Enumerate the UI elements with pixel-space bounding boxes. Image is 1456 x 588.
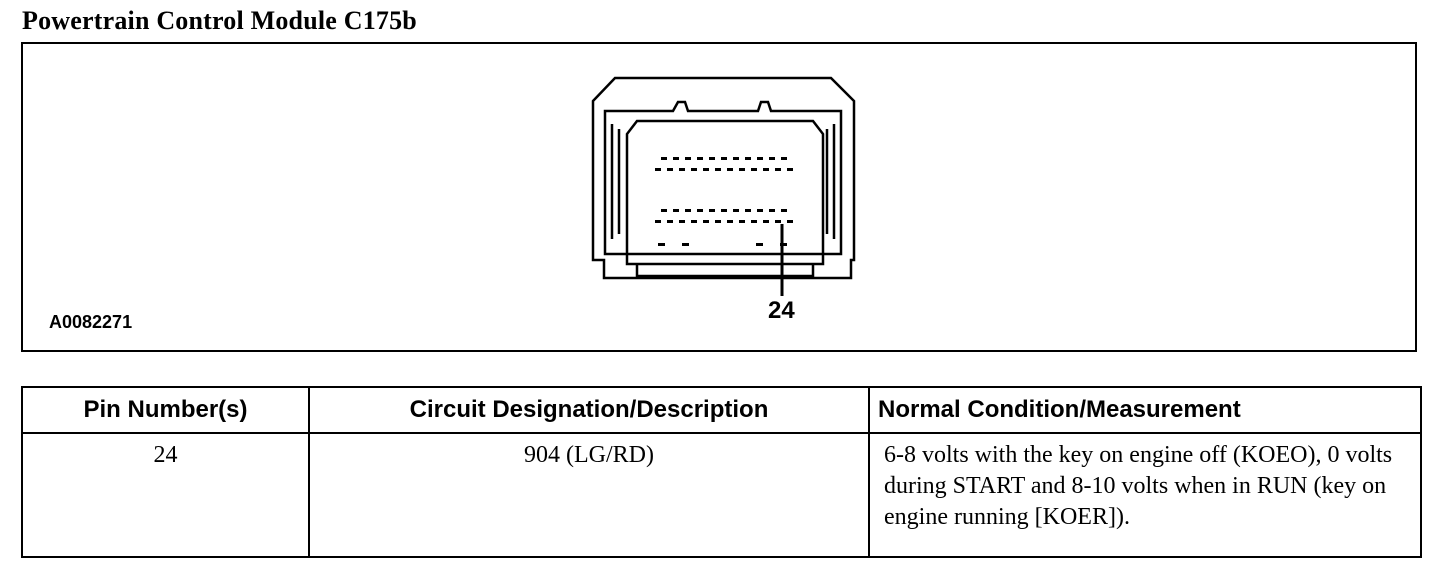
connector-mating-face <box>625 119 825 266</box>
cell-pin: 24 <box>21 432 310 558</box>
figure-id: A0082271 <box>49 312 133 332</box>
pin-table: Pin Number(s) Circuit Designation/Descri… <box>21 386 1422 558</box>
connector-housing-outline <box>591 76 856 280</box>
cell-circuit: 904 (LG/RD) <box>308 432 870 558</box>
connector-face-diagram <box>591 76 856 296</box>
header-circuit: Circuit Designation/Description <box>308 386 870 434</box>
pin-callout-label: 24 <box>768 297 795 324</box>
connector-figure: 24 A0082271 <box>21 42 1417 352</box>
header-pin-number: Pin Number(s) <box>21 386 310 434</box>
table-header-row: Pin Number(s) Circuit Designation/Descri… <box>21 386 1422 434</box>
page-title: Powertrain Control Module C175b <box>22 6 417 35</box>
table-row: 24 904 (LG/RD) 6-8 volts with the key on… <box>21 432 1422 558</box>
connector-inner-shell <box>603 100 843 256</box>
cell-condition: 6-8 volts with the key on engine off (KO… <box>868 432 1422 558</box>
header-condition: Normal Condition/Measurement <box>868 386 1422 434</box>
bottom-lip <box>635 264 815 278</box>
pin-cavities <box>655 157 793 246</box>
